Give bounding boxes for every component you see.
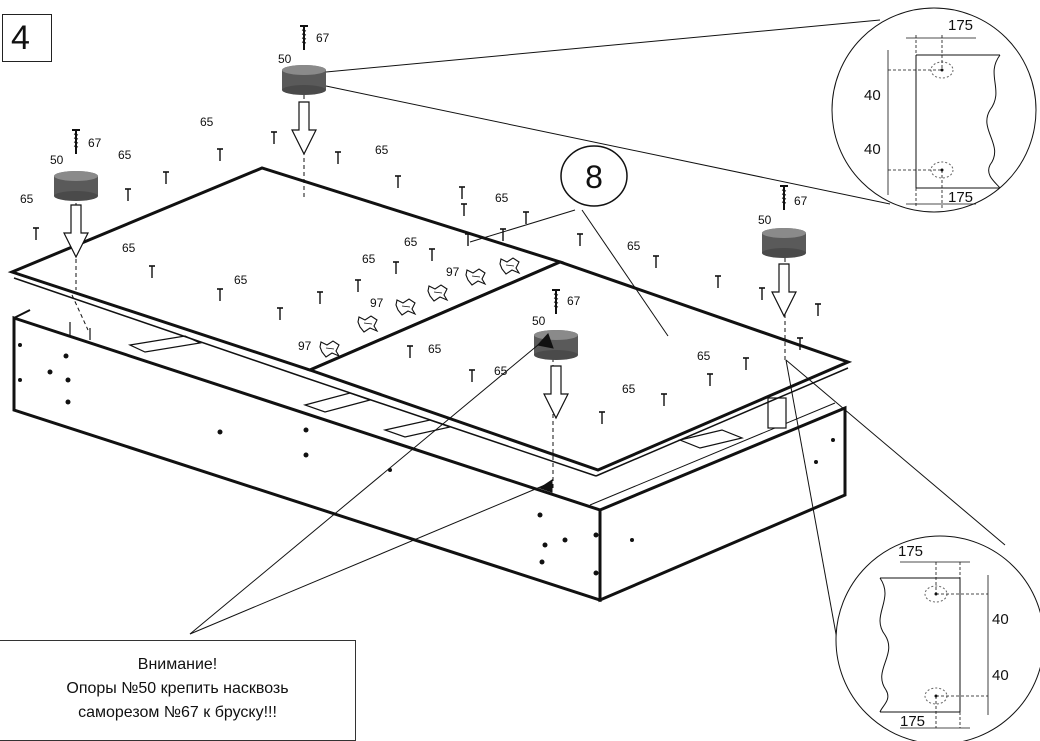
warning-line-3: саморезом №67 к бруску!!! <box>78 704 277 721</box>
dim-bottom: 175 <box>900 713 925 730</box>
label-65: 65 <box>375 143 389 157</box>
label-65: 65 <box>20 192 34 206</box>
screw-label: 67 <box>567 294 581 308</box>
label-97: 97 <box>370 296 384 310</box>
warning-note: Внимание! Опоры №50 крепить насквозь сам… <box>0 640 356 741</box>
label-65: 65 <box>622 382 636 396</box>
label-65: 65 <box>200 115 214 129</box>
support-label: 50 <box>50 153 64 167</box>
support-foot-4: 67 50 <box>758 185 808 317</box>
label-65: 65 <box>627 239 641 253</box>
label-65: 65 <box>697 349 711 363</box>
leader-lines <box>189 19 1006 646</box>
label-65: 65 <box>118 148 132 162</box>
label-65: 65 <box>404 235 418 249</box>
dim-top: 175 <box>948 17 973 34</box>
support-foot-1: 67 50 <box>278 25 330 155</box>
screw-labels-65: 65 65 65 65 65 65 65 65 65 65 65 65 65 6… <box>20 115 711 396</box>
screw-label: 67 <box>794 194 808 208</box>
label-65: 65 <box>494 364 508 378</box>
support-foot-2: 67 50 <box>50 129 102 258</box>
support-foot-3: 67 50 <box>532 289 581 419</box>
dim-top: 175 <box>898 543 923 560</box>
warning-title: Внимание! <box>137 656 218 673</box>
label-65: 65 <box>362 252 376 266</box>
screw-label: 67 <box>88 136 102 150</box>
label-97: 97 <box>298 339 312 353</box>
label-65: 65 <box>495 191 509 205</box>
dim-lower: 40 <box>864 141 881 158</box>
part-callout: 8 <box>469 145 669 337</box>
label-97: 97 <box>446 265 460 279</box>
support-label: 50 <box>758 213 772 227</box>
label-65: 65 <box>122 241 136 255</box>
label-65: 65 <box>234 273 248 287</box>
step-number: 4 <box>2 14 52 62</box>
support-label: 50 <box>278 52 292 66</box>
callout-number: 8 <box>585 159 603 195</box>
support-label: 50 <box>532 314 546 328</box>
dim-bottom: 175 <box>948 189 973 206</box>
warning-line-2: Опоры №50 крепить насквозь <box>66 680 289 697</box>
clips-97: 97 97 97 <box>298 257 520 358</box>
screw-label: 67 <box>316 31 330 45</box>
label-65: 65 <box>428 342 442 356</box>
dim-upper: 40 <box>992 611 1009 628</box>
top-panels <box>7 166 853 477</box>
dim-upper: 40 <box>864 87 881 104</box>
detail-circle-bottom: 175 40 40 175 <box>835 535 1040 741</box>
detail-circle-top: 175 40 40 175 <box>831 7 1037 213</box>
dim-lower: 40 <box>992 667 1009 684</box>
